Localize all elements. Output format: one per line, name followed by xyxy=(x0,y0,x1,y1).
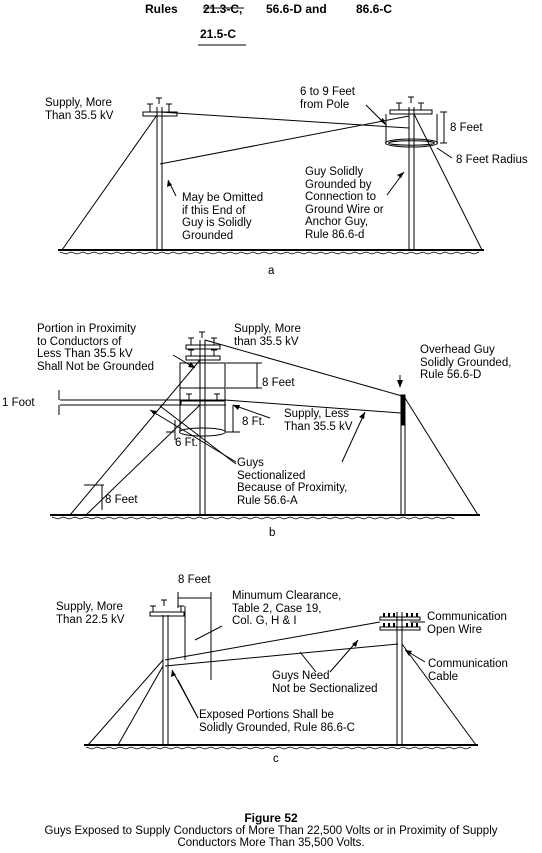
c-comm-cable-label: Communication Cable xyxy=(428,658,508,683)
clearance-ellipse-a-inner xyxy=(388,140,435,146)
guy-c-lower xyxy=(164,643,399,667)
leader-guys-b-2 xyxy=(159,405,237,465)
overhead-guy-b xyxy=(204,339,403,397)
a-caption: a xyxy=(268,265,275,277)
rules-label: Rules xyxy=(145,2,178,16)
a-grounded-label: Guy Solidly Grounded by Connection to Gr… xyxy=(305,166,384,241)
b-eight-ft-label: 8 Ft. xyxy=(242,416,266,428)
right-anchor-guy-b xyxy=(404,397,479,516)
c-eight-feet-label: 8 Feet xyxy=(178,574,211,586)
guy-b-span xyxy=(224,399,402,414)
insulators-a-right xyxy=(396,96,424,110)
insulators-a-left xyxy=(147,97,172,112)
figure-caption-line-1: Guys Exposed to Supply Conductors of Mor… xyxy=(44,825,498,837)
panel-b-drawing xyxy=(50,331,480,520)
insulators-b-low xyxy=(186,393,220,401)
left-anchor-guy-c-2 xyxy=(117,665,164,746)
leader-radius-a xyxy=(436,147,453,159)
a-supply-label: Supply, More Than 35.5 kV xyxy=(45,97,114,122)
clearance-ellipse-a xyxy=(385,138,438,148)
left-anchor-guy-b-2 xyxy=(85,404,201,516)
ground-hatch-b xyxy=(51,516,455,520)
right-anchor-guy-a xyxy=(413,113,483,251)
proximity-box-b xyxy=(179,362,226,389)
rule-21-5-c: 21.5-C xyxy=(200,27,237,41)
a-distance-label: 6 to 9 Feet from Pole xyxy=(300,86,355,111)
rule-21-3-c: 21.3-C, xyxy=(203,2,243,16)
c-comm-wire-label: Communication Open Wire xyxy=(427,611,507,636)
comm-crossarm-2 xyxy=(379,626,421,631)
b-six-ft-label: 6 Ft. xyxy=(175,437,199,449)
a-omit-label: May be Omitted if this End of Guy is Sol… xyxy=(182,192,264,242)
crossarm-c-left xyxy=(149,611,185,617)
panel-c-drawing xyxy=(84,592,478,750)
b-caption: b xyxy=(269,527,276,539)
c-supply-label: Supply, More Than 22.5 kV xyxy=(56,601,125,626)
a-height-label: 8 Feet xyxy=(450,122,483,134)
left-anchor-guy-c-1 xyxy=(87,659,164,746)
right-crossarm-a xyxy=(389,109,433,115)
ground-hatch-c xyxy=(85,746,472,750)
b-guys-label: Guys Sectionalized Because of Proximity,… xyxy=(237,457,348,507)
clearance-ellipse-b xyxy=(179,427,226,437)
leader-supply-less xyxy=(232,404,271,419)
crossarm-b-top xyxy=(185,344,221,350)
c-clearance-label: Minumum Clearance, Table 2, Case 19, Col… xyxy=(232,590,342,627)
panel-a-drawing xyxy=(58,96,484,255)
a-radius-label: 8 Feet Radius xyxy=(456,154,528,166)
c-exposed-label: Exposed Portions Shall be Solidly Ground… xyxy=(199,709,355,734)
figure-title: Figure 52 xyxy=(244,811,298,825)
comm-insulators xyxy=(383,613,418,627)
ground-hatch-a xyxy=(59,251,480,255)
c-guys-need-label: Guys Need Not be Sectionalized xyxy=(272,670,378,695)
ground-wire-b xyxy=(400,394,406,426)
rule-56-6-d: 56.6-D and xyxy=(266,2,327,16)
figure-caption-line-2: Conductors More Than 35,500 Volts. xyxy=(177,837,365,849)
c-caption: c xyxy=(273,753,279,765)
b-supply-more-label: Supply, More than 35.5 kV xyxy=(234,323,301,348)
b-one-foot-label: 1 Foot xyxy=(2,397,35,409)
right-anchor-guy-c xyxy=(401,643,477,746)
leader-exposed-2 xyxy=(177,679,199,719)
crossarm-b-mid xyxy=(185,355,221,361)
leader-clearance xyxy=(194,625,223,641)
leader-guys-need-1 xyxy=(329,639,359,673)
comm-crossarm-1 xyxy=(379,616,421,621)
overhead-guy-a xyxy=(159,111,410,129)
b-supply-less-label: Supply, Less Than 35.5 kV xyxy=(284,408,353,433)
crossarm-b-low xyxy=(180,400,226,406)
b-proximity-label: Portion in Proximity to Conductors of Le… xyxy=(37,323,154,373)
leader-guys-b-3 xyxy=(341,411,366,463)
insulators-c-left xyxy=(150,599,184,612)
rule-86-6-c: 86.6-C xyxy=(356,2,393,16)
b-overhead-label: Overhead Guy Solidly Grounded, Rule 56.6… xyxy=(420,344,512,381)
leader-guys-need-2 xyxy=(299,651,317,673)
guy-c-upper xyxy=(164,621,381,661)
left-anchor-guy-b-1 xyxy=(69,359,201,516)
b-ground-height-label: 8 Feet xyxy=(105,494,138,506)
guy-a-lower xyxy=(159,115,410,165)
insulators-b-top xyxy=(188,331,217,356)
left-anchor-guy-a xyxy=(61,114,158,251)
b-eight-feet-label: 8 Feet xyxy=(262,377,295,389)
